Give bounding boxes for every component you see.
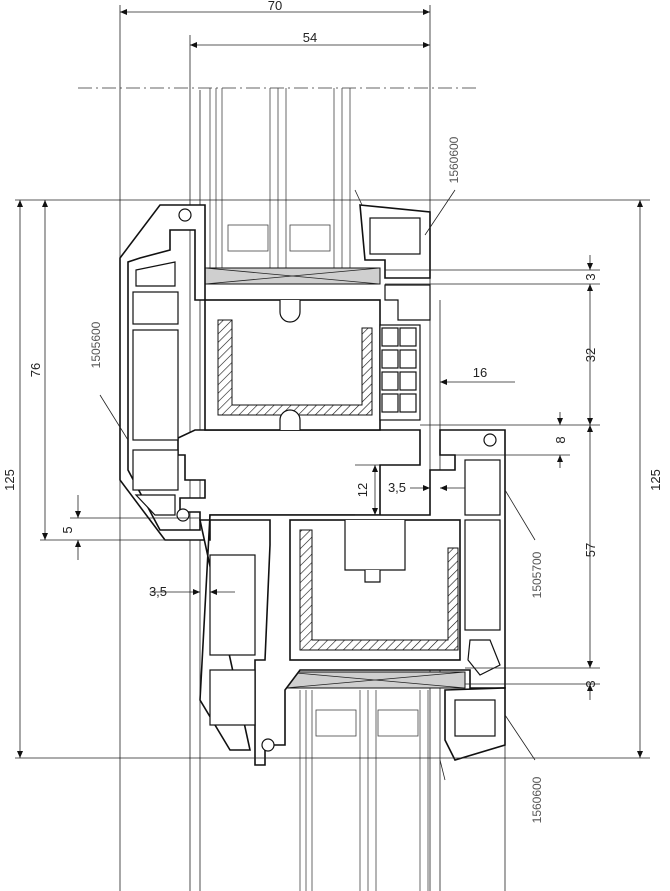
code-top-bead: 1560600 — [447, 136, 461, 183]
glazing-unit-top — [204, 88, 381, 285]
profile-code-labels: 1560600 1505600 1505700 1560600 — [89, 136, 544, 823]
dim-right-57: 57 — [583, 543, 598, 557]
dimension-labels: 70 54 16 125 76 5 3,5 12 3,5 3 32 8 57 3… — [2, 0, 663, 688]
frame-profile — [119, 204, 421, 541]
dim-right-3-bottom: 3 — [583, 680, 598, 687]
dim-left-offset-5: 5 — [60, 526, 75, 533]
dim-right-32: 32 — [583, 348, 598, 362]
bottom-glazing-bead — [439, 687, 506, 781]
dim-sash-width: 54 — [303, 30, 317, 45]
leader-lines — [99, 189, 536, 761]
code-frame: 1505600 — [89, 321, 103, 368]
code-bottom-bead: 1560600 — [530, 776, 544, 823]
sash-reinforcement — [289, 519, 501, 676]
dim-inner-12: 12 — [355, 483, 370, 497]
code-sash: 1505700 — [530, 551, 544, 598]
dim-frame-height: 76 — [28, 363, 43, 377]
dim-reveal-16: 16 — [473, 365, 487, 380]
dim-total-height-right: 125 — [648, 469, 663, 491]
top-glazing-bead — [354, 189, 431, 279]
dim-total-height-left: 125 — [2, 469, 17, 491]
dim-left-offset-3-5: 3,5 — [149, 584, 167, 599]
dim-inner-3-5: 3,5 — [388, 480, 406, 495]
glazing-unit-bottom — [284, 671, 466, 891]
dimension-lines — [17, 9, 643, 758]
dim-overall-width: 70 — [268, 0, 282, 13]
dim-right-3-top: 3 — [583, 273, 598, 280]
frame-reinforcement — [204, 284, 431, 431]
dim-right-8: 8 — [553, 436, 568, 443]
